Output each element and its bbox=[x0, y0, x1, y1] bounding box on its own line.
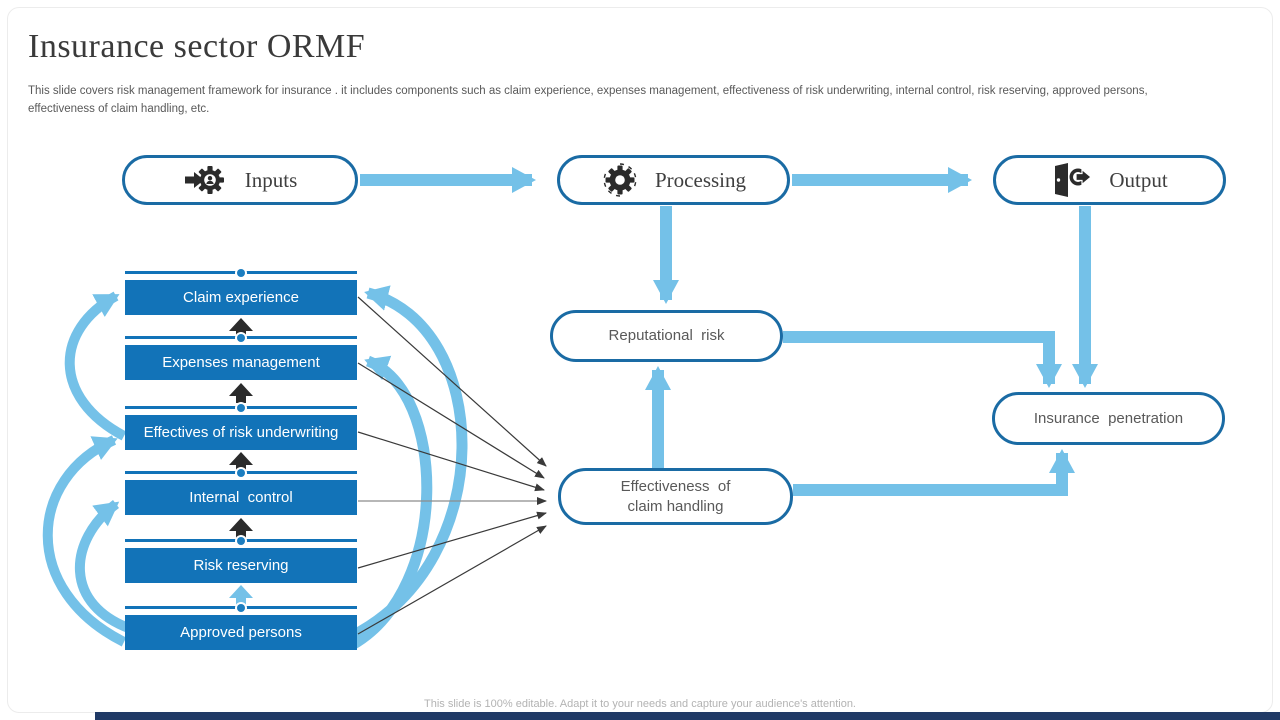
arrow-reserving-to-internal bbox=[229, 518, 253, 538]
component-topline bbox=[125, 603, 357, 612]
node-effectiveness-claim-handling: Effectiveness of claim handling bbox=[558, 468, 793, 525]
connector-dot-icon bbox=[237, 536, 245, 545]
stage-pill-output: Output bbox=[993, 155, 1226, 205]
connector-dot-icon bbox=[237, 403, 245, 412]
stage-label: Processing bbox=[655, 167, 746, 192]
arrow-approved-to-reserving bbox=[229, 585, 253, 606]
curve-approved-to-internal bbox=[74, 500, 136, 635]
stage-label: Output bbox=[1109, 167, 1168, 192]
gear-sync-icon bbox=[601, 161, 639, 199]
component-box-approved-persons: Approved persons bbox=[125, 615, 357, 650]
step-up-arrows bbox=[229, 318, 253, 606]
slide-description: This slide covers risk management framew… bbox=[28, 85, 1148, 115]
line-approved-to-effectiveness bbox=[357, 525, 547, 635]
line-expenses-to-effectiveness bbox=[357, 362, 545, 479]
node-insurance-penetration: Insurance penetration bbox=[992, 392, 1225, 445]
stage-pill-inputs: Inputs bbox=[122, 155, 358, 205]
stage-pill-processing: Processing bbox=[557, 155, 790, 205]
connector-dot-icon bbox=[237, 268, 245, 277]
component-topline bbox=[125, 268, 357, 277]
feedback-curves-right bbox=[349, 285, 468, 650]
line-underwriting-to-effectiveness bbox=[357, 431, 545, 492]
gear-person-arrow-icon bbox=[183, 162, 229, 198]
footer-note: This slide is 100% editable. Adapt it to… bbox=[424, 698, 856, 710]
stage-label: Inputs bbox=[244, 167, 298, 192]
component-topline bbox=[125, 468, 357, 477]
bottom-accent-bar bbox=[95, 712, 1280, 720]
page-title: Insurance sector ORMF bbox=[28, 28, 366, 65]
arrow-expenses-to-claim bbox=[229, 318, 253, 338]
line-reserving-to-effectiveness bbox=[357, 511, 547, 569]
arrow-internal-to-underwriting bbox=[229, 452, 253, 472]
feedback-curves-left bbox=[42, 291, 136, 647]
door-exit-arrow-icon bbox=[1051, 162, 1093, 198]
curve-underwriting-to-claim bbox=[64, 291, 127, 441]
component-topline bbox=[125, 536, 357, 545]
connector-dot-icon bbox=[237, 468, 245, 477]
component-box-risk-reserving: Risk reserving bbox=[125, 548, 357, 583]
component-topline bbox=[125, 333, 357, 342]
connector-dot-icon bbox=[237, 333, 245, 342]
component-box-internal-control: Internal control bbox=[125, 480, 357, 515]
curve-approved-to-underwriting bbox=[42, 435, 127, 647]
main-flow-arrows bbox=[360, 167, 1098, 496]
component-box-risk-underwriting: Effectives of risk underwriting bbox=[125, 415, 357, 450]
component-topline bbox=[125, 403, 357, 412]
arrow-effectiveness-to-penetration bbox=[793, 449, 1075, 496]
component-box-claim-experience: Claim experience bbox=[125, 280, 357, 315]
curve-approved-to-expenses bbox=[349, 355, 433, 650]
line-claim-to-effectiveness bbox=[357, 296, 547, 467]
arrow-underwriting-to-expenses bbox=[229, 383, 253, 403]
node-reputational-risk: Reputational risk bbox=[550, 310, 783, 362]
component-box-expenses-management: Expenses management bbox=[125, 345, 357, 380]
arrow-reputational-to-penetration bbox=[783, 331, 1062, 388]
connector-dot-icon bbox=[237, 603, 245, 612]
fan-in-arrows bbox=[357, 296, 547, 635]
